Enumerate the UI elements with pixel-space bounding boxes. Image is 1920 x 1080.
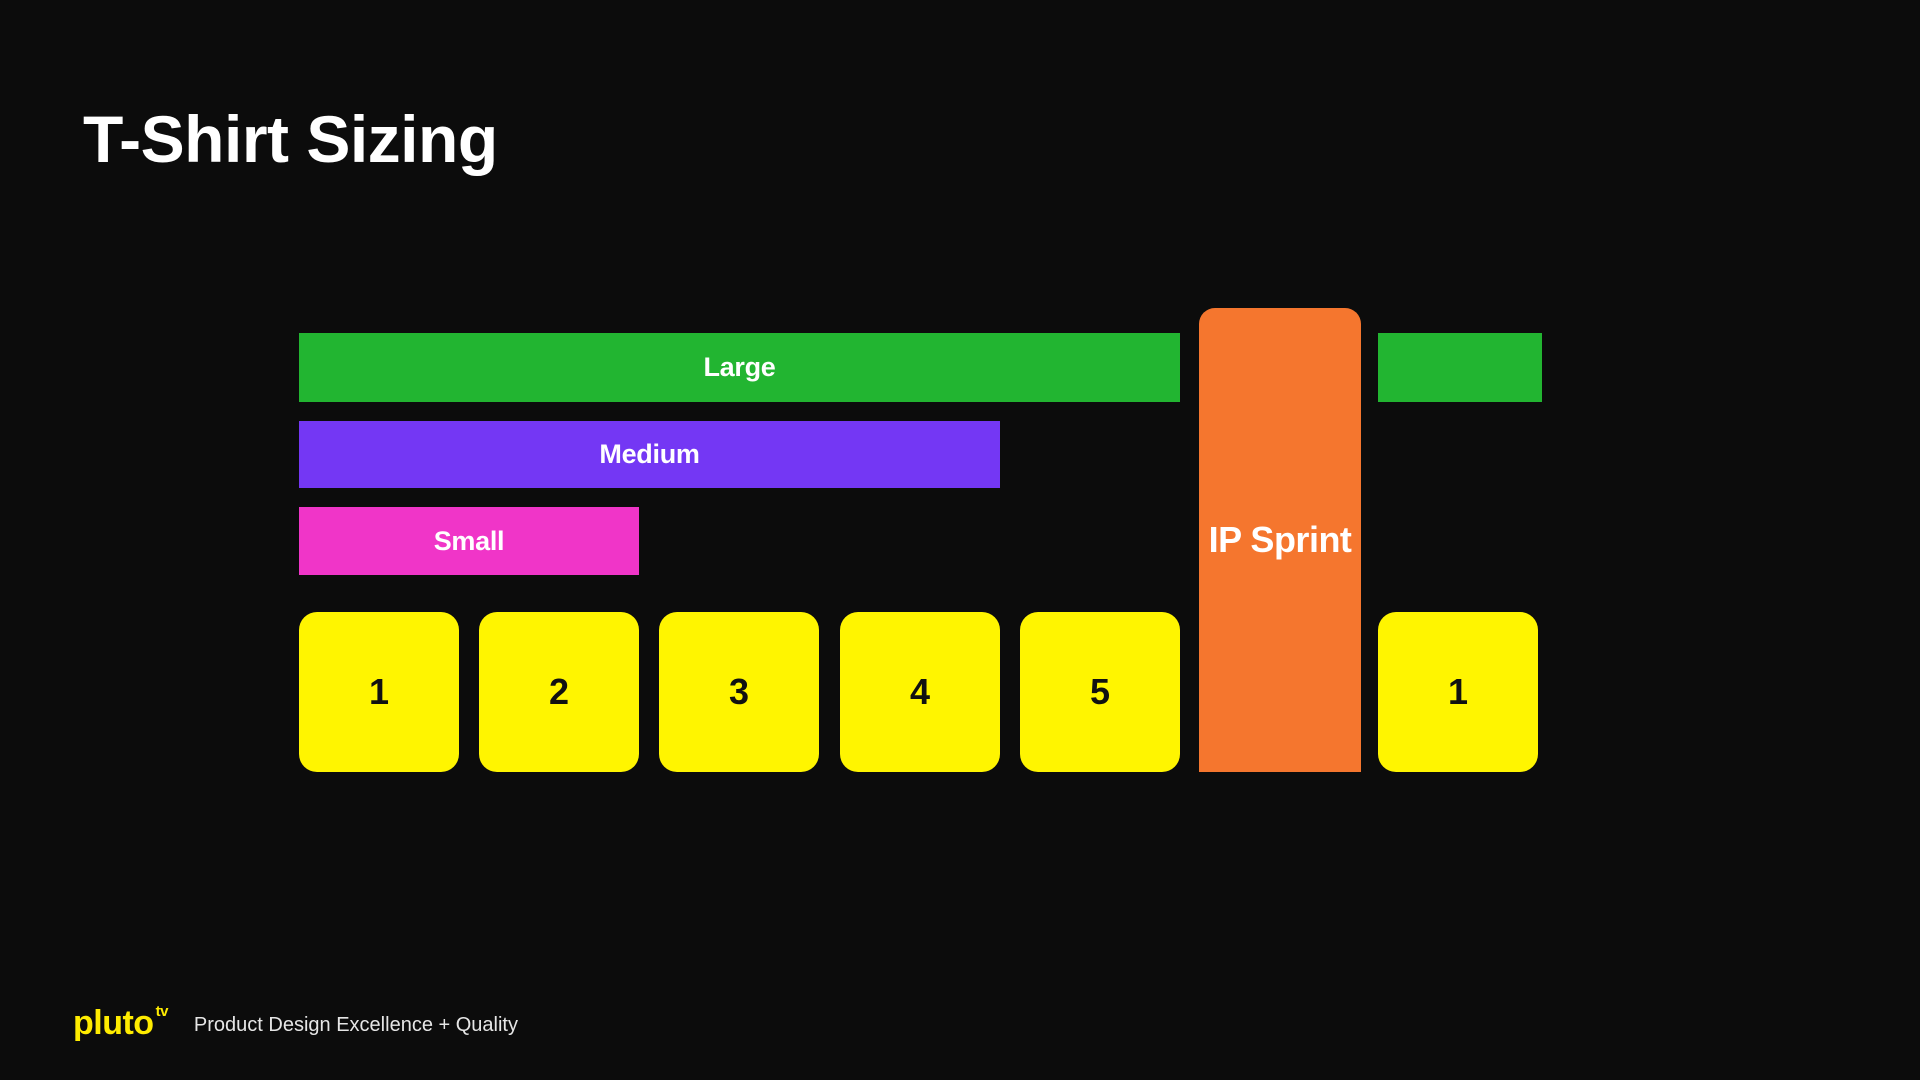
- sprint-card-number: 5: [1089, 671, 1111, 712]
- sprint-card-5: 5: [1020, 612, 1180, 772]
- sprint-card-next-1: 1: [1378, 612, 1538, 772]
- bar-medium: Medium: [299, 421, 1000, 488]
- footer-text: Product Design Excellence + Quality: [193, 1014, 518, 1036]
- sprint-card-number: 3: [728, 671, 750, 712]
- sprint-card-number: 1: [1447, 671, 1469, 712]
- sprint-card-3: 3: [659, 612, 819, 772]
- ip-sprint-block: IP Sprint: [1199, 308, 1361, 772]
- bar-medium-label: Medium: [599, 439, 700, 469]
- bar-large: Large: [299, 333, 1180, 402]
- bar-large-continued: [1378, 333, 1542, 402]
- sprint-card-number: 1: [368, 671, 390, 712]
- sprint-card-4: 4: [840, 612, 1000, 772]
- bar-small-label: Small: [433, 525, 505, 556]
- ip-sprint-label: IP Sprint: [1208, 519, 1352, 560]
- logo-wordmark: pluto: [73, 1004, 154, 1042]
- sprint-card-2: 2: [479, 612, 639, 772]
- sprint-card-1: 1: [299, 612, 459, 772]
- logo-superscript: tv: [155, 1003, 169, 1020]
- page-title: T-Shirt Sizing: [83, 102, 498, 176]
- bar-small: Small: [299, 507, 639, 575]
- bar-large-label: Large: [703, 352, 776, 382]
- sprint-card-number: 4: [909, 671, 931, 712]
- sprint-card-number: 2: [548, 671, 570, 712]
